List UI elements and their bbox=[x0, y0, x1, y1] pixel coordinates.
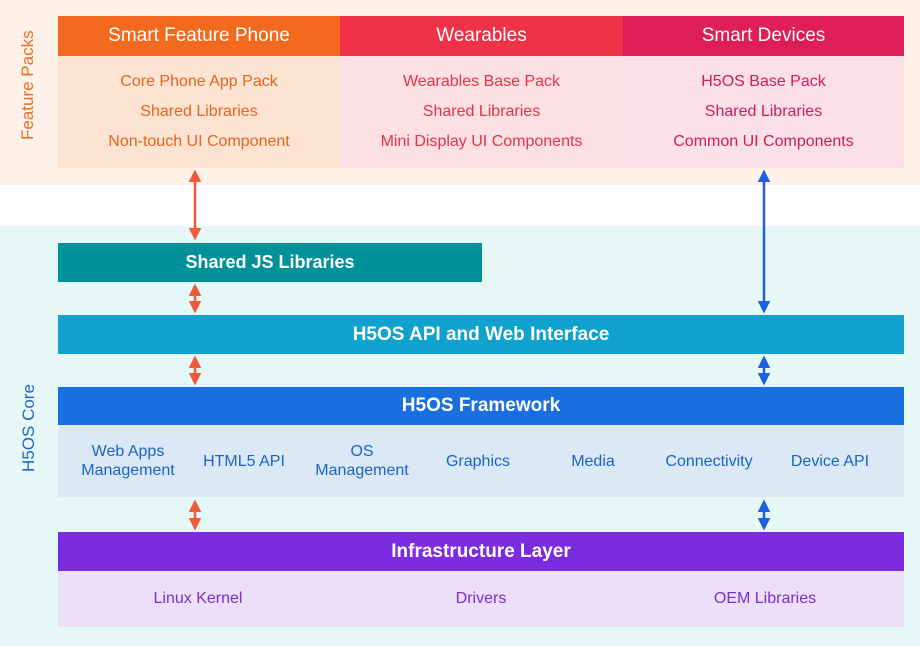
framework-item: Connectivity bbox=[665, 452, 753, 470]
pack-item: Shared Libraries bbox=[704, 103, 823, 120]
pack-title: Smart Devices bbox=[623, 16, 904, 56]
framework-item: Media bbox=[571, 452, 615, 470]
infrastructure-item: OEM Libraries bbox=[713, 590, 817, 607]
pack-item: Common UI Components bbox=[673, 133, 854, 150]
pack-item: Core Phone App Pack bbox=[120, 73, 278, 90]
framework-item: OS Management bbox=[315, 443, 409, 479]
shared-js-libraries-bar: Shared JS Libraries bbox=[58, 243, 482, 282]
pack-title: Smart Feature Phone bbox=[58, 16, 340, 56]
pack-item: Shared Libraries bbox=[422, 103, 541, 120]
pack-item: Shared Libraries bbox=[140, 103, 258, 120]
pack-item: Non-touch UI Component bbox=[108, 133, 290, 150]
pack-smart-feature-phone: Smart Feature Phone Core Phone App Pack … bbox=[58, 16, 340, 168]
framework-item: Graphics bbox=[445, 452, 511, 470]
pack-wearables: Wearables Wearables Base Pack Shared Lib… bbox=[340, 16, 623, 168]
pack-smart-devices: Smart Devices H5OS Base Pack Shared Libr… bbox=[623, 16, 904, 168]
framework-body: Web Apps Management HTML5 API OS Managem… bbox=[58, 425, 904, 497]
infrastructure-item: Linux Kernel bbox=[153, 590, 243, 607]
framework-item: Web Apps Management bbox=[81, 443, 175, 479]
pack-item: Wearables Base Pack bbox=[402, 73, 561, 90]
infrastructure-bar: Infrastructure Layer bbox=[58, 532, 904, 571]
pack-item: Mini Display UI Components bbox=[380, 133, 583, 150]
framework-item: HTML5 API bbox=[203, 452, 285, 470]
infrastructure-item: Drivers bbox=[455, 590, 507, 607]
pack-title: Wearables bbox=[340, 16, 623, 56]
infrastructure-body: Linux Kernel Drivers OEM Libraries bbox=[58, 571, 904, 627]
framework-item: Device API bbox=[790, 452, 870, 470]
api-web-interface-bar: H5OS API and Web Interface bbox=[58, 315, 904, 354]
pack-item: H5OS Base Pack bbox=[701, 73, 826, 90]
framework-bar: H5OS Framework bbox=[58, 387, 904, 425]
